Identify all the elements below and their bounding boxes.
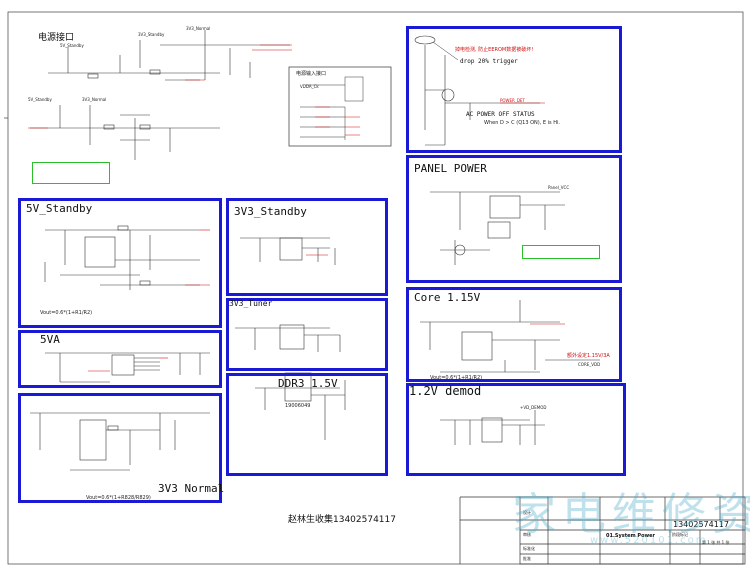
net-label-vdda: VDDA_Ck [300,84,319,89]
block-3v3-tuner-title: 3V3_Tuner [229,299,273,308]
net-label-core-vdd: CORE_VDD [578,362,601,367]
title-block-label-stage: 阶段标记 [672,532,688,537]
title-block-sheet-title: 01.System Power [606,533,656,539]
block-3v3-standby [226,198,388,296]
title-block-phone: 13402574117 [673,520,729,529]
power-interface-label: 电源接口 [38,33,75,43]
ddr3-code: 19006049 [285,403,311,409]
collector-text: 赵林生收集13402574117 [288,515,396,525]
block-3v3-normal-title: 3V3 Normal [158,482,225,495]
power-detect-green-box [32,162,110,184]
net-label-panel-vcc: Panel_VCC [548,185,570,190]
block-ddr3 [226,373,388,476]
watermark-text: 家电维修资料网 [512,489,750,540]
ac-when-label: When D > C (Q13 ON), E is Hi. [484,120,560,126]
block-core-formula: Vout=0.6*(1+R1/R2) [430,375,483,381]
title-block-label-approve: 批准 [523,556,531,561]
block-ac-power-off [406,26,622,153]
block-core [406,287,622,382]
block-3v3-tuner [226,298,388,371]
block-core-title: Core 1.15V [414,291,481,304]
title-block-label-review: 审核 [523,532,531,537]
title-block-label-standard: 标准化 [523,546,535,551]
block-ddr3-title: DDR3 1.5V [278,377,338,390]
block-5v-standby-formula: Vout=0.6*(1+R1/R2) [40,310,93,316]
block-3v3-normal [18,393,222,503]
block-3v3-normal-formula: Vout=0.6*(1+R828/R829) [86,495,151,501]
block-1v2-demod [406,383,626,476]
ac-power-off-label: AC POWER OFF STATUS [466,111,535,118]
block-5v-standby [18,198,222,328]
net-label-3v3-normal-left: 3V3_Normal [82,97,107,102]
net-label-5v-standby-left: 5V_Standby [28,97,52,102]
block-5v-standby-title: 5V_Standby [26,202,93,215]
core-red-note: 额外设定1.15V/3A [567,353,610,359]
block-5va-title: 5VA [40,333,60,346]
drop-trigger-label: drop 20% trigger [460,58,518,65]
ac-red-note: 掉电检测, 防止EEROM数据被破坏! [455,47,534,53]
net-label-power-det: POWER_DET [500,98,525,103]
block-1v2-demod-title: 1.2V demod [409,384,482,398]
panel-vcc-green-box [522,245,600,259]
power-input-interface-label: 电源输入接口 [296,71,327,77]
title-block-label-design: 设计 [523,510,531,515]
net-label-3v3-normal-top: 3V3_Normal [186,26,211,31]
net-label-5v-standby-top: 5V_Standby [60,43,84,48]
block-panel-power-title: PANEL POWER [414,162,487,175]
watermark-url: www.520101.com [590,535,708,546]
block-panel-power [406,155,622,283]
block-3v3-standby-title: 3V3_Standby [234,205,307,218]
title-block-label-sheet: 第 1 张 共 1 张 [702,540,730,545]
net-label-3v3-standby-top: 3V3_Standby [138,32,165,37]
block-5va [18,330,222,388]
net-label-vd-demod: +VD_DEMOD [520,405,547,410]
